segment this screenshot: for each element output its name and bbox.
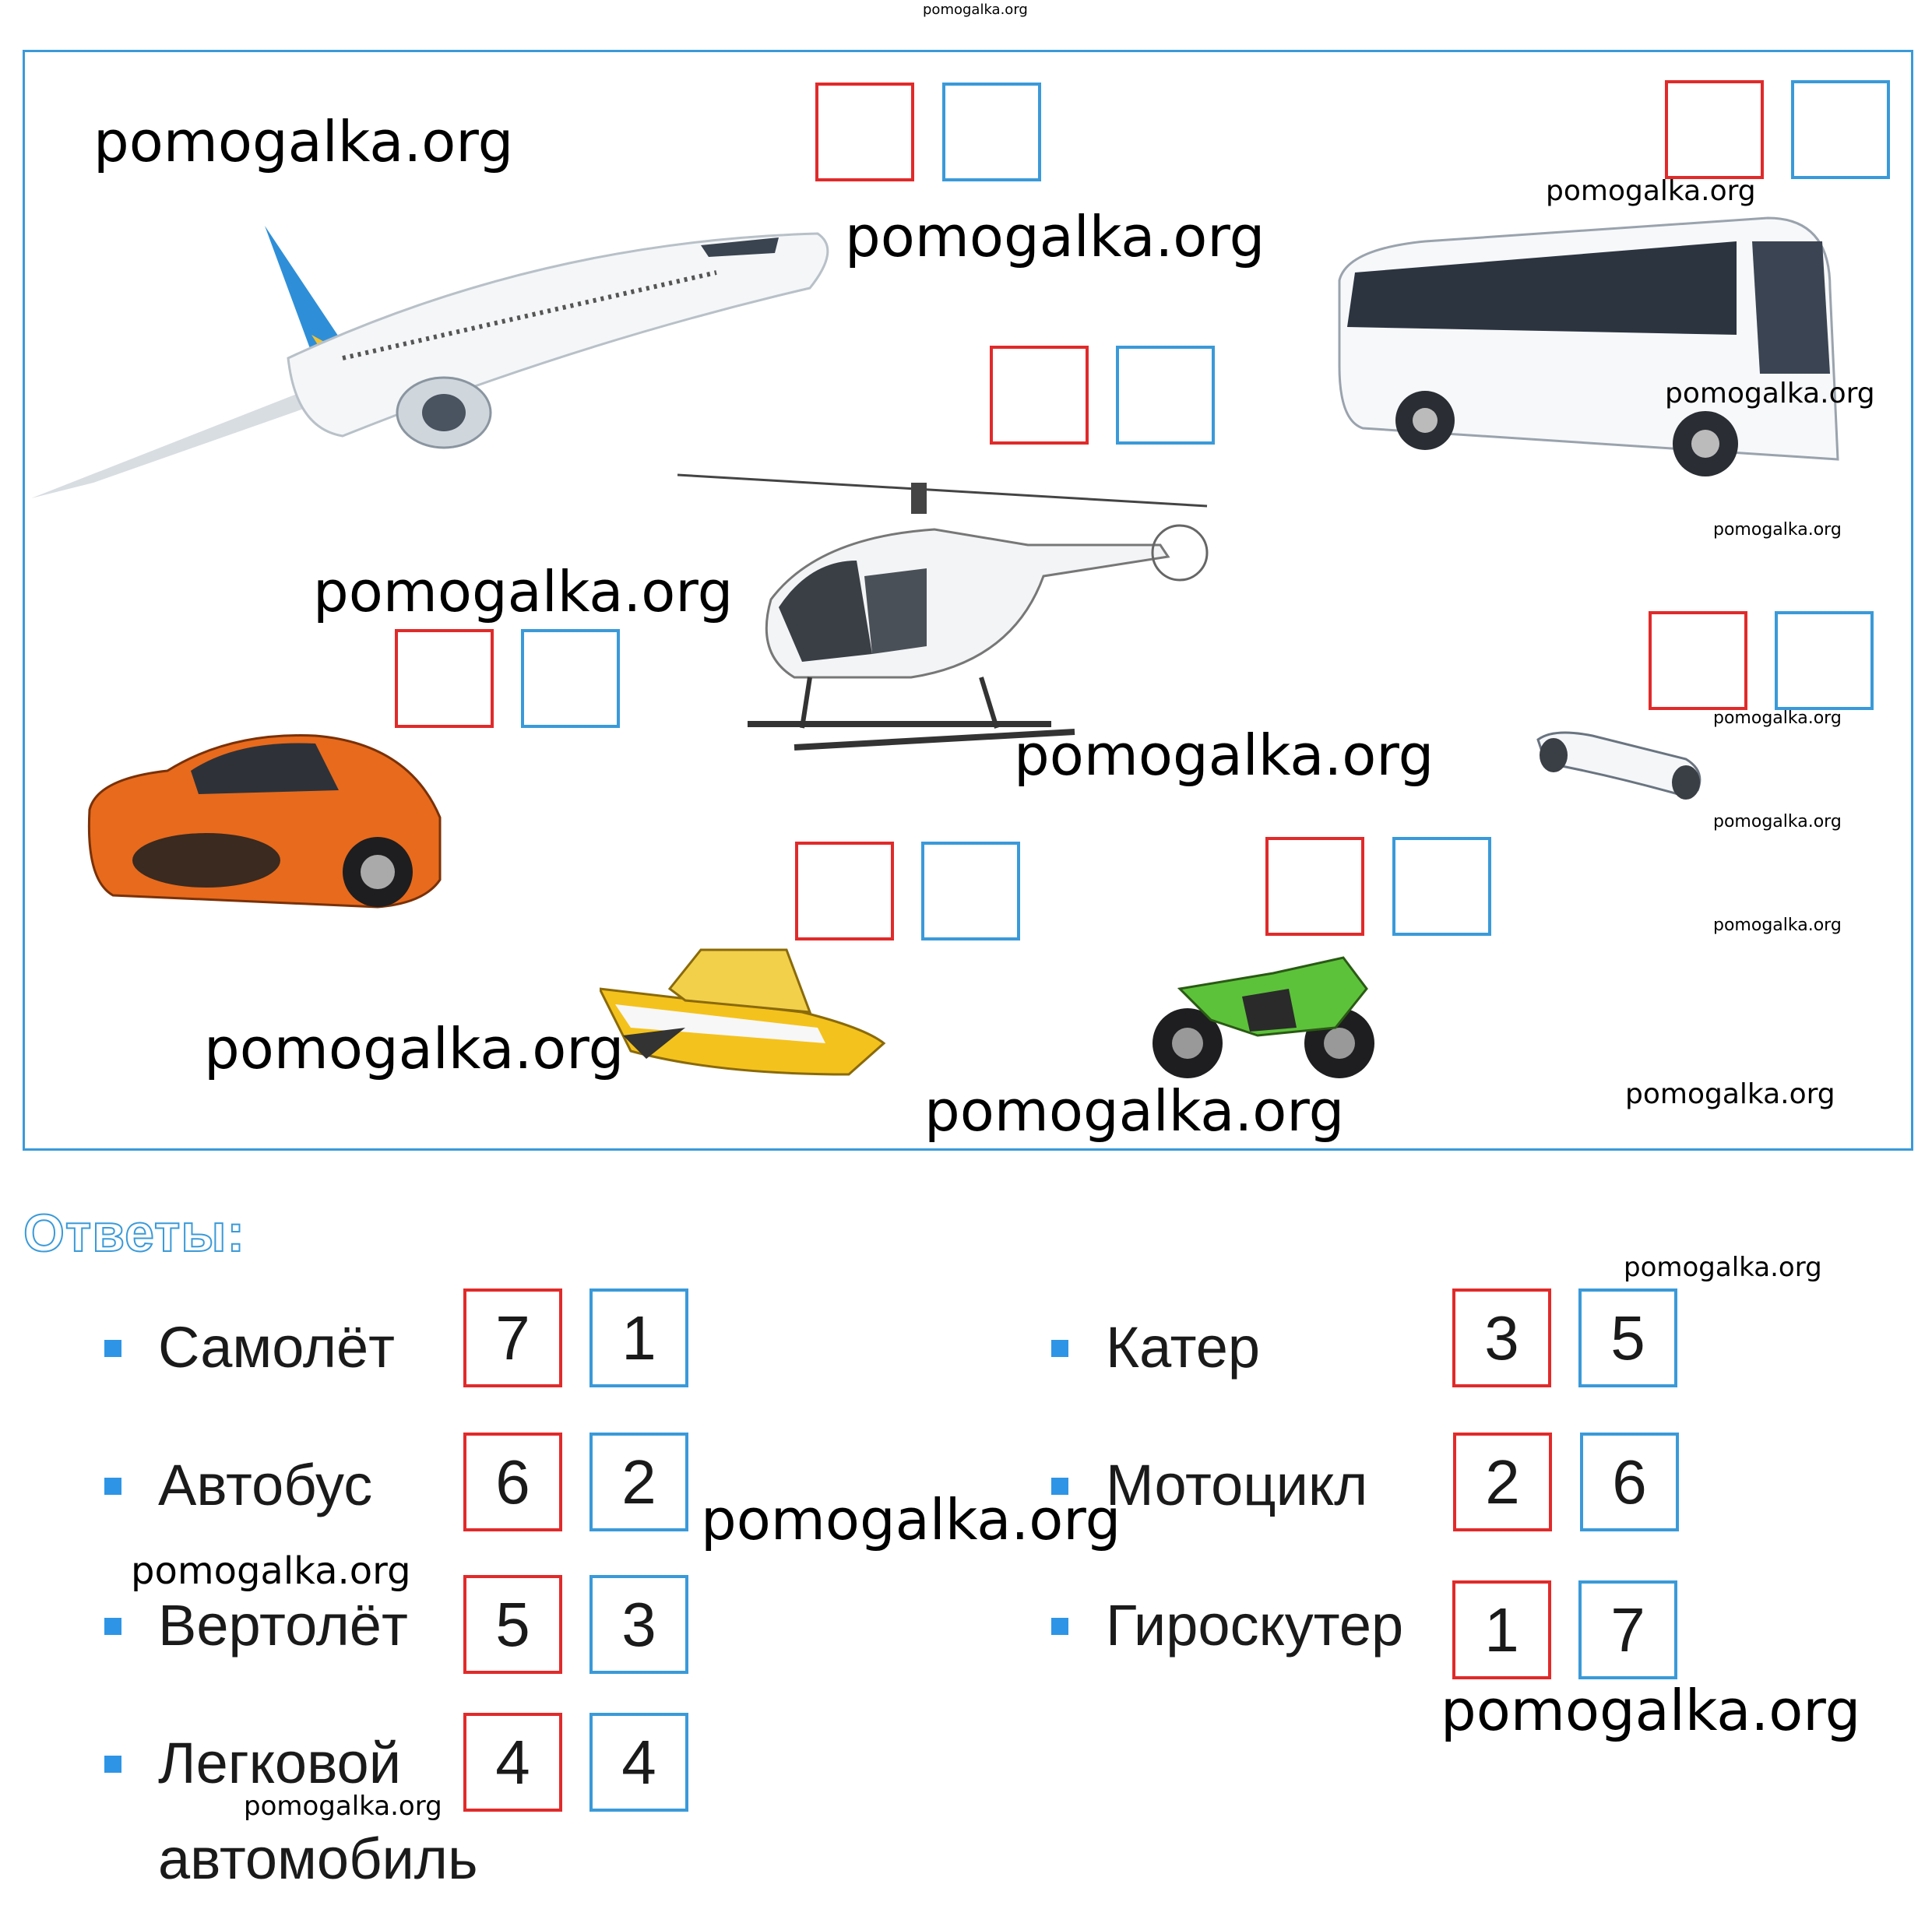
watermark: pomogalka.org [244, 1791, 442, 1822]
answer-box-red: 2 [1453, 1433, 1552, 1531]
bullet-icon [1051, 1478, 1068, 1495]
watermark: pomogalka.org [1624, 1252, 1822, 1283]
task-frame [23, 50, 1913, 1151]
bullet-icon [104, 1618, 121, 1635]
answer-box-red: 6 [463, 1433, 562, 1531]
answer-label: Самолёт [158, 1315, 396, 1380]
answer-box-red: 7 [463, 1288, 562, 1387]
empty-box-blue[interactable] [942, 83, 1041, 181]
empty-box-blue[interactable] [1392, 837, 1491, 936]
bullet-icon [104, 1756, 121, 1773]
empty-box-red[interactable] [1649, 611, 1747, 710]
answer-label: Мотоцикл [1106, 1453, 1368, 1517]
airplane-icon [31, 179, 829, 498]
empty-box-red[interactable] [1265, 837, 1364, 936]
empty-box-red[interactable] [395, 629, 494, 728]
empty-box-red[interactable] [795, 842, 894, 940]
bullet-icon [104, 1478, 121, 1495]
hoverboard-icon [1536, 731, 1701, 800]
bullet-icon [104, 1340, 121, 1357]
watermark: pomogalka.org [701, 1487, 1121, 1552]
car-icon [87, 734, 442, 909]
empty-box-blue[interactable] [1791, 80, 1890, 179]
helicopter-icon [677, 473, 1209, 751]
answer-label: Вертолёт [158, 1593, 408, 1658]
watermark: pomogalka.org [1441, 1678, 1861, 1743]
answer-box-red: 5 [463, 1575, 562, 1674]
answer-box-red: 4 [463, 1713, 562, 1812]
empty-box-blue[interactable] [1775, 611, 1874, 710]
watermark: pomogalka.org [1546, 175, 1756, 207]
watermark: pomogalka.org [1713, 520, 1842, 540]
answer-box-blue: 5 [1578, 1288, 1677, 1387]
watermark: pomogalka.org [1625, 1078, 1835, 1110]
answer-label: Автобус [158, 1453, 373, 1517]
answer-label: Легковой [158, 1731, 402, 1795]
answer-box-blue: 4 [589, 1713, 688, 1812]
watermark: pomogalka.org [131, 1549, 411, 1593]
motorcycle-icon [1153, 956, 1374, 1078]
bullet-icon [1051, 1618, 1068, 1635]
answer-label: Гироскутер [1106, 1593, 1404, 1658]
watermark: pomogalka.org [1665, 378, 1875, 410]
watermark: pomogalka.org [845, 204, 1265, 269]
empty-box-red[interactable] [815, 83, 914, 181]
answer-box-red: 1 [1452, 1580, 1551, 1679]
empty-box-red[interactable] [990, 346, 1089, 445]
bus-icon [1338, 216, 1839, 476]
watermark: pomogalka.org [93, 109, 514, 174]
watermark: pomogalka.org [204, 1016, 625, 1081]
watermark: pomogalka.org [1713, 916, 1842, 935]
watermark: pomogalka.org [924, 1078, 1345, 1144]
empty-box-red[interactable] [1665, 80, 1764, 179]
empty-box-blue[interactable] [1116, 346, 1215, 445]
empty-box-blue[interactable] [521, 629, 620, 728]
answer-box-blue: 7 [1578, 1580, 1677, 1679]
answer-label-continued: автомобиль [158, 1826, 478, 1891]
watermark: pomogalka.org [1713, 812, 1842, 831]
answer-box-blue: 2 [589, 1433, 688, 1531]
answer-label: Катер [1106, 1315, 1261, 1380]
watermark: pomogalka.org [313, 559, 734, 624]
watermark: pomogalka.org [1713, 708, 1842, 728]
boat-icon [600, 948, 886, 1076]
top-watermark: pomogalka.org [923, 2, 1028, 18]
answers-title: Ответы: [23, 1203, 246, 1264]
answer-box-blue: 1 [589, 1288, 688, 1387]
bullet-icon [1051, 1340, 1068, 1357]
answer-box-red: 3 [1452, 1288, 1551, 1387]
watermark: pomogalka.org [1014, 722, 1434, 788]
answer-box-blue: 6 [1580, 1433, 1679, 1531]
empty-box-blue[interactable] [921, 842, 1020, 940]
answer-box-blue: 3 [589, 1575, 688, 1674]
